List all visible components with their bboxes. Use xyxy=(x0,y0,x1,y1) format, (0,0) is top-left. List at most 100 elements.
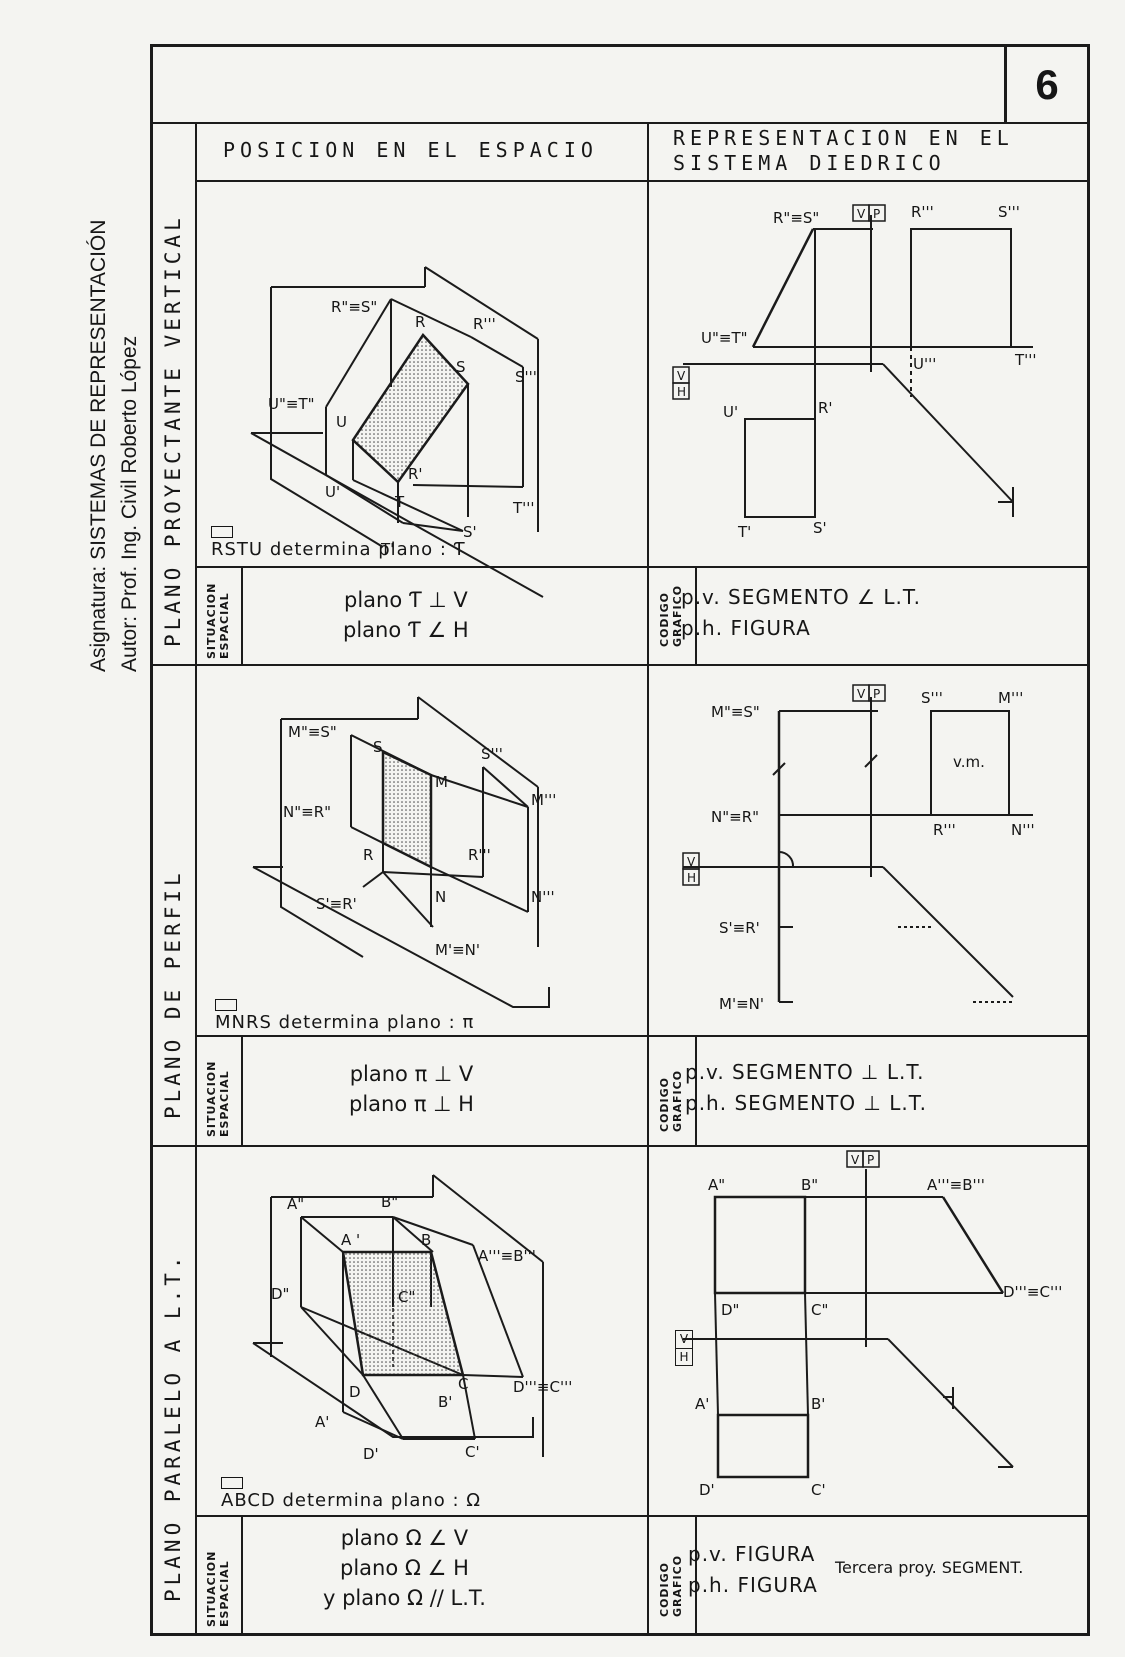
lbl-h: R''' xyxy=(468,846,491,864)
row2-code-label-divider xyxy=(695,1035,697,1145)
row2-determina: MNRS determina plano : π xyxy=(215,999,474,1033)
row2-info-divider xyxy=(195,1035,1087,1037)
sheet-header: 6 xyxy=(153,47,1087,124)
lbl-b: R xyxy=(415,313,425,331)
vp-box-p xyxy=(862,1150,880,1168)
axis-v: V xyxy=(677,369,686,383)
space-column-header: POSICION EN EL ESPACIO xyxy=(223,138,598,162)
situacion-word: SITUACION xyxy=(205,582,218,659)
lbl-c: S''' xyxy=(481,745,503,763)
row3-diedric-drawing: V P A" B" A'''≡B''' D" C" D'''≡C''' A' B… xyxy=(683,1150,1062,1499)
lbl-g: R xyxy=(363,846,373,864)
dlbl-d: v.m. xyxy=(953,753,985,771)
dlbl-j: C' xyxy=(811,1481,826,1499)
lbl-h: R' xyxy=(408,465,423,483)
square-symbol xyxy=(221,1477,243,1489)
row1-info-divider xyxy=(195,566,1087,568)
row2-space-drawing: M"≡S" S S''' M M''' N"≡R" R R''' S'≡R' N… xyxy=(252,696,556,1008)
lbl-l: B' xyxy=(438,1393,452,1411)
row1-codigo: p.v. SEGMENTO ∠ L.T. p.h. FIGURA xyxy=(681,582,921,644)
lbl-b: B" xyxy=(381,1193,398,1211)
row1-code-line1: p.v. SEGMENTO ∠ L.T. xyxy=(681,585,922,609)
axis-h: H xyxy=(679,1350,689,1364)
lbl-e: S''' xyxy=(515,368,537,386)
dlbl-b: R''' xyxy=(911,203,934,221)
side-credits: Asignatura: SISTEMAS DE REPRESENTACIÓN A… xyxy=(30,0,141,700)
axis-h: H xyxy=(677,385,686,399)
dlbl-h: S'≡R' xyxy=(719,919,760,937)
row3-situacion: plano Ω ∠ V plano Ω ∠ H y plano Ω // L.T… xyxy=(323,1523,486,1613)
lbl-a: A" xyxy=(287,1195,304,1213)
row3-sit-label-divider xyxy=(241,1515,243,1633)
row3-vh-box: V H xyxy=(675,1330,693,1366)
grafico-word: GRAFICO xyxy=(671,1554,684,1617)
vh-box-h xyxy=(672,382,690,400)
lbl-m: T' xyxy=(380,540,394,558)
row1-plane-figure xyxy=(351,332,470,484)
dlbl-c: A'''≡B''' xyxy=(927,1176,985,1194)
label-column-divider xyxy=(195,122,197,1633)
sheet-number: 6 xyxy=(1004,47,1087,122)
lbl-j: D'''≡C''' xyxy=(513,1378,572,1396)
dlbl-e: U''' xyxy=(913,355,936,373)
lbl-a: R"≡S" xyxy=(331,298,377,316)
lbl-f: D" xyxy=(271,1285,289,1303)
dlbl-h: B' xyxy=(811,1395,825,1413)
row1-code-label-divider xyxy=(695,566,697,664)
lbl-b: S xyxy=(373,738,383,756)
row3-plane-figure xyxy=(341,1250,465,1377)
codigo-word: CODIGO xyxy=(658,1076,671,1132)
drawing-sheet: 6 POSICION EN EL ESPACIO REPRESENTACION … xyxy=(150,44,1090,1636)
row3-code-line1: p.v. FIGURA xyxy=(688,1542,816,1566)
lbl-d: M xyxy=(435,773,448,791)
row3-determina-text: ABCD determina plano : Ω xyxy=(221,1490,482,1511)
subject-title: Asignatura: SISTEMAS DE REPRESENTACIÓN xyxy=(87,219,110,672)
header-divider xyxy=(195,180,1087,182)
dlbl-i: M'≡N' xyxy=(719,995,764,1013)
dlbl-g: A' xyxy=(695,1395,709,1413)
codigo-word: CODIGO xyxy=(658,1561,671,1617)
situacion-word: SITUACION xyxy=(205,1060,218,1137)
row1-space-drawing: R"≡S" R R''' S S''' U"≡T" U R' U' T T'''… xyxy=(250,266,544,598)
lbl-k: T''' xyxy=(512,499,535,517)
lbl-i: S'≡R' xyxy=(316,895,357,913)
lbl-d: S xyxy=(456,358,466,376)
diedric-header-line2: SISTEMA DIEDRICO xyxy=(673,151,946,175)
dlbl-e: C" xyxy=(811,1301,828,1319)
dlbl-i: T' xyxy=(737,523,751,541)
dlbl-g: U' xyxy=(723,403,738,421)
row1-diedric-drawing: V P V H R"≡S" R''' S''' U"≡T" U''' T''' … xyxy=(672,203,1037,541)
lbl-k: A' xyxy=(315,1413,329,1431)
grafico-word: GRAFICO xyxy=(671,1069,684,1132)
lbl-c: R''' xyxy=(473,315,496,333)
diedric-header-line1: REPRESENTACION EN EL xyxy=(673,126,1014,150)
dlbl-f: R''' xyxy=(933,821,956,839)
axis-v: V xyxy=(857,207,866,221)
row3-info-divider xyxy=(195,1515,1087,1517)
lbl-g: U xyxy=(336,413,347,431)
row2-label: PLANO DE PERFIL xyxy=(161,869,185,1119)
lbl-f: N"≡R" xyxy=(283,803,331,821)
lbl-a: M"≡S" xyxy=(288,723,337,741)
row1-determina: RSTU determina plano : Ƭ xyxy=(211,526,466,560)
lbl-j: T xyxy=(394,493,405,511)
lbl-j: N xyxy=(435,888,446,906)
row2-plane-figure xyxy=(381,750,433,870)
row1-situacion: plano Ƭ ⊥ V plano Ƭ ∠ H xyxy=(343,585,469,645)
lbl-c: A ' xyxy=(341,1231,360,1249)
lbl-g: C" xyxy=(398,1288,415,1306)
row3-space-drawing: A" B" A ' B A'''≡B''' D" C" D C D'''≡C''… xyxy=(252,1174,572,1463)
dlbl-j: S' xyxy=(813,519,827,537)
vp-box-p xyxy=(868,684,886,702)
axis-v: V xyxy=(687,855,696,869)
row1-sit-line1: plano Ƭ ⊥ V xyxy=(343,588,468,612)
row-divider-2 xyxy=(153,1145,1087,1147)
main-column-divider xyxy=(647,122,649,1633)
row3-determina: ABCD determina plano : Ω xyxy=(221,1477,482,1511)
lbl-i: C xyxy=(458,1375,468,1393)
row3-sit-line1: plano Ω ∠ V xyxy=(340,1526,469,1550)
row3-sit-line2: plano Ω ∠ H xyxy=(340,1556,469,1580)
dlbl-f: D'''≡C''' xyxy=(1003,1283,1062,1301)
lbl-e: A'''≡B''' xyxy=(478,1247,536,1265)
